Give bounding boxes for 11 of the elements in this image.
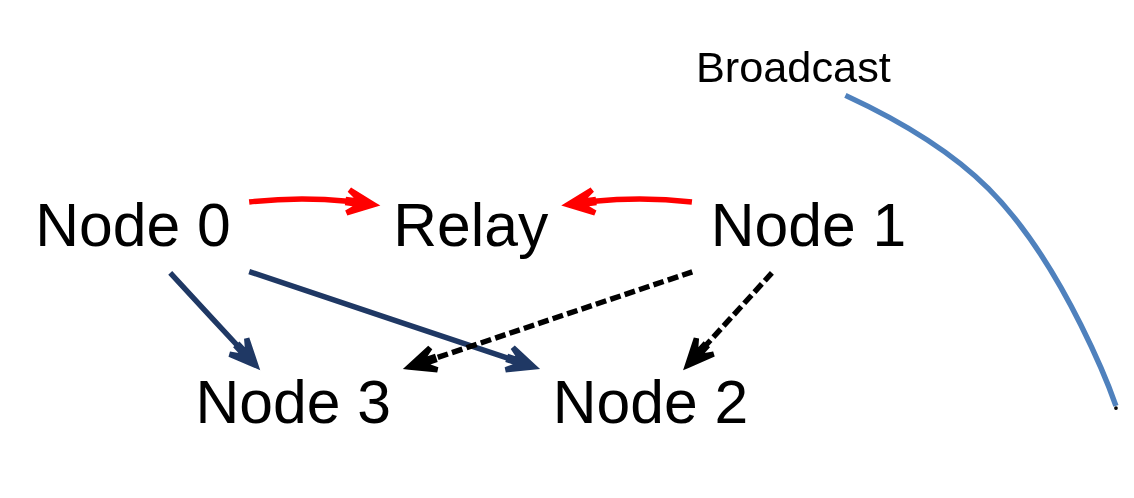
arrow	[248, 269, 537, 373]
node-text: Relay	[393, 190, 549, 259]
arrow	[406, 269, 694, 373]
node-text: Node 2	[552, 368, 749, 437]
arrow	[684, 271, 774, 369]
node-text: Node 3	[195, 368, 392, 437]
arrow	[168, 271, 259, 369]
connector	[844, 92, 1119, 407]
node-text: Node 1	[710, 190, 907, 259]
node-text: Broadcast	[695, 43, 891, 92]
node-text: Node 0	[35, 190, 231, 259]
